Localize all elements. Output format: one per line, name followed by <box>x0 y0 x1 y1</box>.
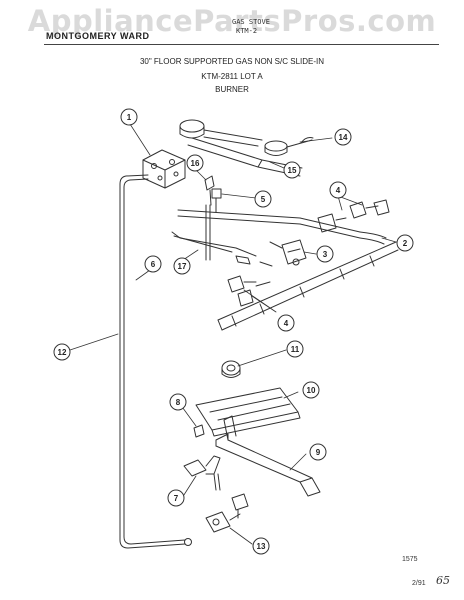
callout-7-label: 7 <box>174 494 179 503</box>
callout-4-lower: 4 <box>277 314 295 332</box>
pilot-part-13 <box>205 493 249 533</box>
callout-16: 16 <box>186 154 204 172</box>
title-line-2: KTM-2811 LOT A <box>201 72 263 81</box>
callout-2: 2 <box>396 234 414 252</box>
burner-valves-part-4-lower <box>227 275 271 307</box>
callouts: 1 14 15 16 5 4 2 3 6 17 4 12 11 10 8 9 7… <box>53 108 414 555</box>
callout-4-upper: 4 <box>329 181 347 199</box>
callout-14: 14 <box>334 128 352 146</box>
burner-valves-part-4-upper <box>317 199 390 233</box>
valve-part-1 <box>142 149 186 189</box>
handwritten-note: 65 <box>436 574 450 587</box>
callout-15: 15 <box>283 161 301 179</box>
bracket-part-8 <box>193 424 205 438</box>
callout-15-label: 15 <box>288 166 297 175</box>
drawing-date: 2/91 <box>412 580 426 587</box>
callout-11-label: 11 <box>291 345 300 354</box>
gas-tube-part-12 <box>119 174 192 549</box>
watermark: AppliancePartsPros.com <box>27 4 437 38</box>
title-line-3: BURNER <box>215 85 249 94</box>
callout-13: 13 <box>252 537 270 555</box>
header-brand: MONTGOMERY WARD <box>46 31 150 41</box>
callout-5: 5 <box>254 190 272 208</box>
callout-13-label: 13 <box>257 542 266 551</box>
callout-4-lower-label: 4 <box>284 319 289 328</box>
header-product: GAS STOVE <box>232 18 270 26</box>
ignitor-part-7 <box>183 455 221 491</box>
callout-10-label: 10 <box>307 386 316 395</box>
callout-11: 11 <box>286 340 304 358</box>
callout-8: 8 <box>169 393 187 411</box>
regulator-part-3 <box>269 239 307 266</box>
center-supply-tube <box>205 204 211 261</box>
spud-part-11 <box>221 360 241 378</box>
callout-7: 7 <box>167 489 185 507</box>
callout-3: 3 <box>316 245 334 263</box>
spreader-bar <box>217 241 399 331</box>
drawing-number: 1575 <box>402 556 418 563</box>
shield-plate-part-10 <box>195 387 301 437</box>
callout-3-label: 3 <box>323 250 328 259</box>
callout-1-label: 1 <box>127 113 132 122</box>
callout-4-upper-label: 4 <box>336 186 341 195</box>
callout-5-label: 5 <box>261 195 266 204</box>
callout-9: 9 <box>309 443 327 461</box>
callout-17-label: 17 <box>178 262 187 271</box>
clip-part-16 <box>204 175 215 206</box>
callout-6: 6 <box>144 255 162 273</box>
callout-1: 1 <box>120 108 138 126</box>
leader-lines <box>69 123 397 545</box>
header-rule <box>44 44 439 45</box>
callout-9-label: 9 <box>316 448 321 457</box>
top-burner-head <box>179 119 314 156</box>
oven-burner-part-9 <box>215 415 321 497</box>
callout-10: 10 <box>302 381 320 399</box>
callout-16-label: 16 <box>191 159 200 168</box>
callout-6-label: 6 <box>151 260 156 269</box>
title-line-1: 30" FLOOR SUPPORTED GAS NON S/C SLIDE-IN <box>139 57 325 66</box>
callout-8-label: 8 <box>176 398 181 407</box>
callout-14-label: 14 <box>339 133 348 142</box>
callout-12-label: 12 <box>58 348 67 357</box>
orifice-part-5 <box>211 188 222 213</box>
burner-manifold <box>177 209 387 245</box>
callout-12: 12 <box>53 343 71 361</box>
header-model-fragment: KTM-2 <box>236 27 258 35</box>
wire-harness-part-17 <box>171 231 273 267</box>
callout-17: 17 <box>173 257 191 275</box>
callout-2-label: 2 <box>403 239 408 248</box>
